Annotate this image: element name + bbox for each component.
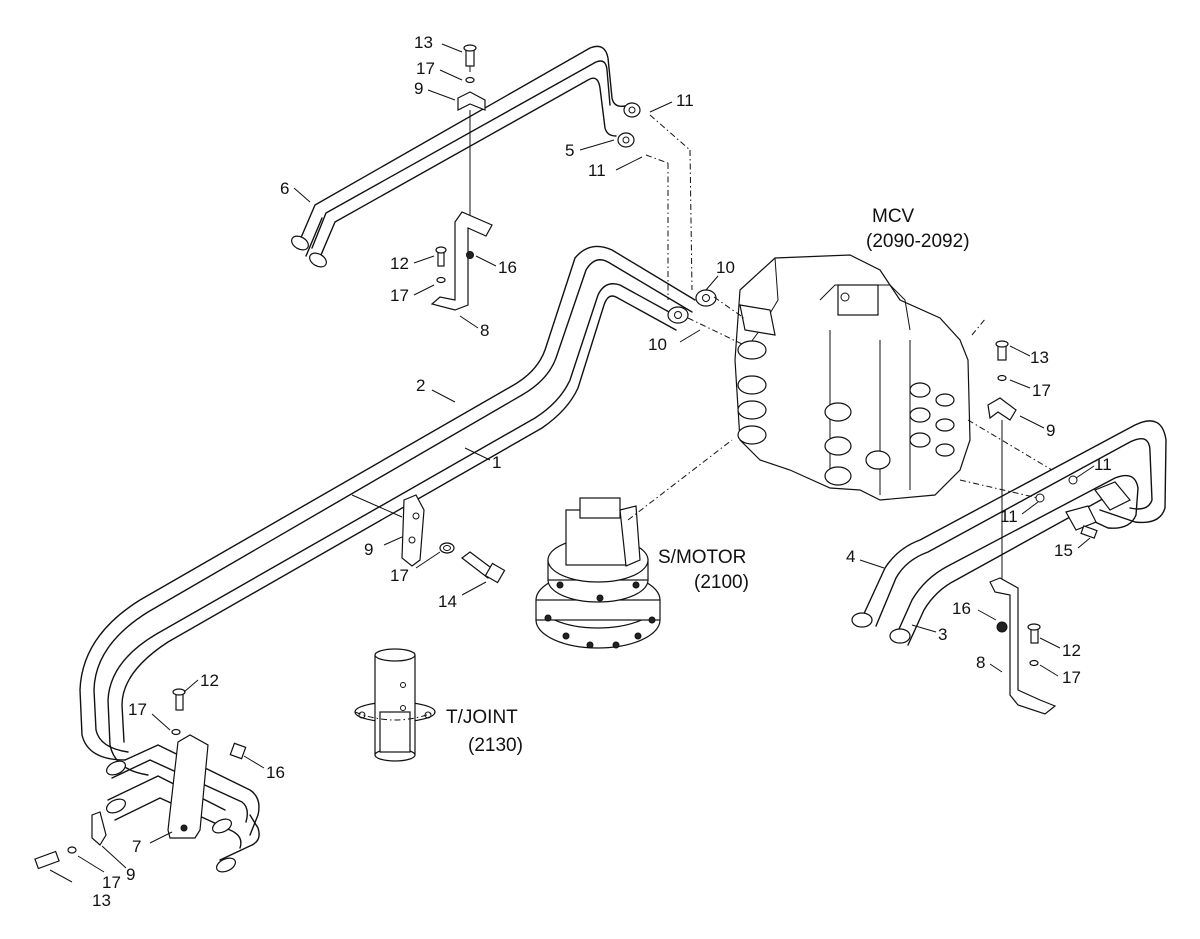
- mcv-code: (2090-2092): [866, 231, 970, 252]
- callout-16: 16: [266, 763, 285, 782]
- connection-lines: [645, 114, 1053, 499]
- callout-11: 11: [588, 161, 606, 180]
- callout-17: 17: [390, 566, 409, 585]
- callout-2: 2: [416, 376, 425, 395]
- callout-9: 9: [364, 540, 373, 559]
- pipe-3-and-4: [851, 420, 1167, 646]
- callout-16: 16: [952, 599, 971, 618]
- callout-7: 7: [132, 837, 141, 856]
- swing-motor-code: (2100): [694, 572, 749, 593]
- callout-9: 9: [126, 865, 135, 884]
- callout-8: 8: [976, 653, 985, 672]
- turning-joint-code: (2130): [468, 735, 523, 756]
- clamp-bracket-right: [987, 340, 1057, 715]
- swing-motor-name: S/MOTOR: [658, 547, 746, 568]
- callout-4: 4: [846, 547, 855, 566]
- callout-6: 6: [280, 179, 289, 198]
- callout-1: 1: [492, 453, 501, 472]
- callout-numbers: 13 17 9 11 5 11 6 12 16 17 8 10 10 2 1 1…: [92, 33, 1112, 910]
- callout-14: 14: [438, 592, 457, 611]
- callout-12: 12: [200, 671, 219, 690]
- callout-15: 15: [1054, 541, 1073, 560]
- callout-9: 9: [414, 79, 423, 98]
- callout-16: 16: [498, 258, 517, 277]
- callout-13: 13: [92, 891, 111, 910]
- callout-17: 17: [1062, 668, 1081, 687]
- lower-pipe-cluster: [34, 688, 260, 873]
- callout-17: 17: [1032, 381, 1051, 400]
- callout-17: 17: [416, 59, 435, 78]
- pipe-1-and-2: [79, 245, 717, 776]
- turning-joint: [354, 648, 436, 762]
- callout-8: 8: [480, 321, 489, 340]
- turning-joint-name: T/JOINT: [446, 707, 518, 728]
- callout-10: 10: [716, 258, 735, 277]
- callout-17: 17: [102, 873, 121, 892]
- callout-11: 11: [1000, 507, 1018, 526]
- callout-12: 12: [390, 254, 409, 273]
- callout-10: 10: [648, 335, 667, 354]
- callout-12: 12: [1062, 641, 1081, 660]
- callout-11: 11: [676, 91, 694, 110]
- callout-17: 17: [128, 700, 147, 719]
- swing-motor: [535, 439, 733, 649]
- leader-lines: [49, 43, 1095, 883]
- pipe-6: [291, 45, 641, 268]
- clamp-bracket-upper: [430, 44, 493, 311]
- clamp-and-bolt-mid: [401, 494, 506, 584]
- callout-3: 3: [938, 625, 947, 644]
- swing-motor-bolts: [544, 581, 656, 649]
- callout-13: 13: [414, 33, 433, 52]
- callout-17: 17: [390, 286, 409, 305]
- callout-13: 13: [1030, 348, 1049, 367]
- callout-5: 5: [565, 141, 574, 160]
- mcv-name: MCV: [872, 206, 915, 227]
- main-control-valve: [734, 254, 971, 501]
- mcv-plugs: [737, 340, 955, 486]
- callout-11: 11: [1094, 455, 1112, 474]
- callout-9: 9: [1046, 421, 1055, 440]
